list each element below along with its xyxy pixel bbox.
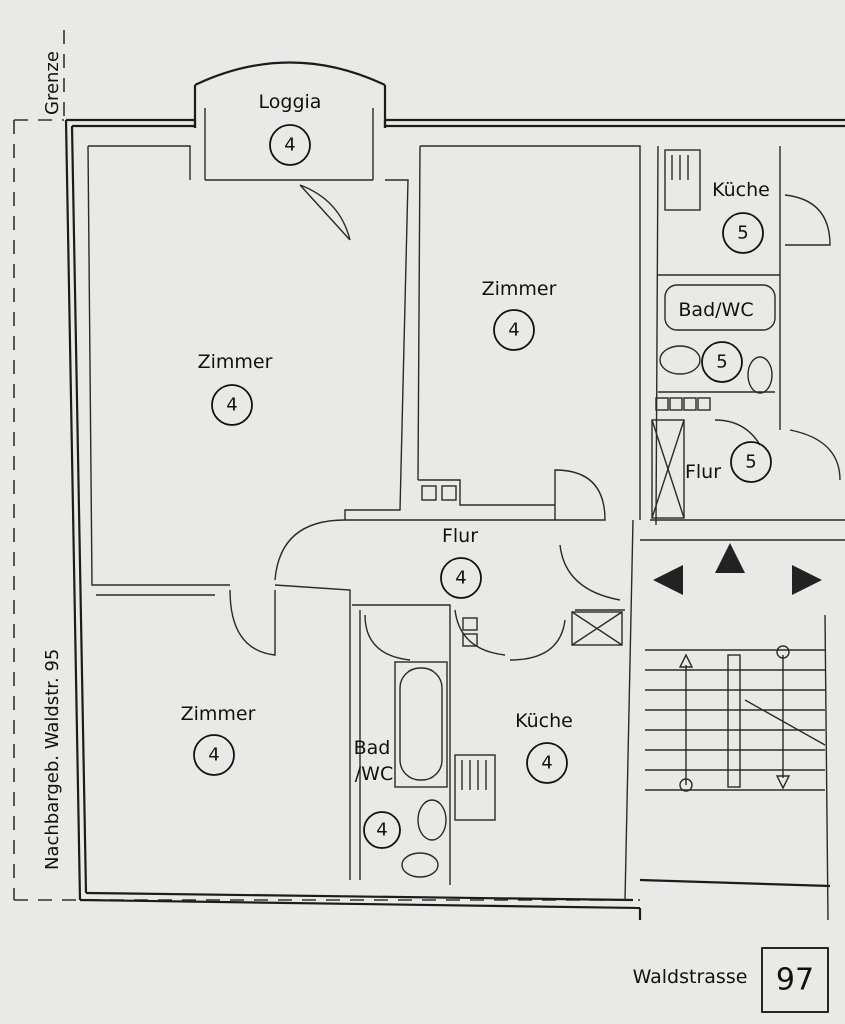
unit-number-loggia: 4 <box>284 135 295 156</box>
room-label-zimmer-mid: Zimmer <box>482 278 557 300</box>
unit-circle-kueche <box>526 742 568 784</box>
room-label-loggia: Loggia <box>259 91 322 113</box>
unit-number-bad-5: 5 <box>716 352 727 373</box>
unit-number-kueche-5: 5 <box>737 223 748 244</box>
unit-number-flur: 4 <box>455 568 466 589</box>
house-number-box <box>761 947 829 1013</box>
room-label-bad-5: Bad/WC <box>678 299 753 321</box>
stairwell <box>645 543 826 792</box>
unit-number-zimmer-low: 4 <box>208 745 219 766</box>
unit-number-bad: 4 <box>376 820 387 841</box>
room-label-kueche-5: Küche <box>712 179 770 201</box>
door-swings <box>229 194 841 661</box>
house-number: 97 <box>776 963 814 998</box>
room-label-wc: /WC <box>355 763 393 785</box>
boundary-label: Grenze <box>42 51 63 115</box>
room-label-flur-5: Flur <box>685 461 721 483</box>
room-label-zimmer-main: Zimmer <box>198 351 273 373</box>
unit-circle-zimmer-low <box>193 734 235 776</box>
unit-circle-bad-5 <box>701 341 743 383</box>
unit-circle-zimmer-main <box>211 384 253 426</box>
room-label-bad: Bad <box>354 737 391 759</box>
neighbor-building-label: Nachbargeb. Waldstr. 95 <box>42 649 63 870</box>
unit-circle-flur-5 <box>730 441 772 483</box>
unit-circle-flur <box>440 557 482 599</box>
loggia-structure <box>193 61 387 241</box>
room-label-zimmer-low: Zimmer <box>181 703 256 725</box>
room-label-flur: Flur <box>442 525 478 547</box>
fixtures <box>394 149 776 878</box>
interior-walls <box>87 145 845 921</box>
room-label-kueche: Küche <box>515 710 573 732</box>
unit-number-flur-5: 5 <box>745 452 756 473</box>
street-name: Waldstrasse <box>633 966 748 988</box>
unit-number-zimmer-main: 4 <box>226 395 237 416</box>
unit-number-zimmer-mid: 4 <box>508 320 519 341</box>
unit-circle-kueche-5 <box>722 212 764 254</box>
unit-number-kueche: 4 <box>541 753 552 774</box>
unit-circle-zimmer-mid <box>493 309 535 351</box>
unit-circle-bad <box>363 811 401 849</box>
unit-circle-loggia <box>269 124 311 166</box>
